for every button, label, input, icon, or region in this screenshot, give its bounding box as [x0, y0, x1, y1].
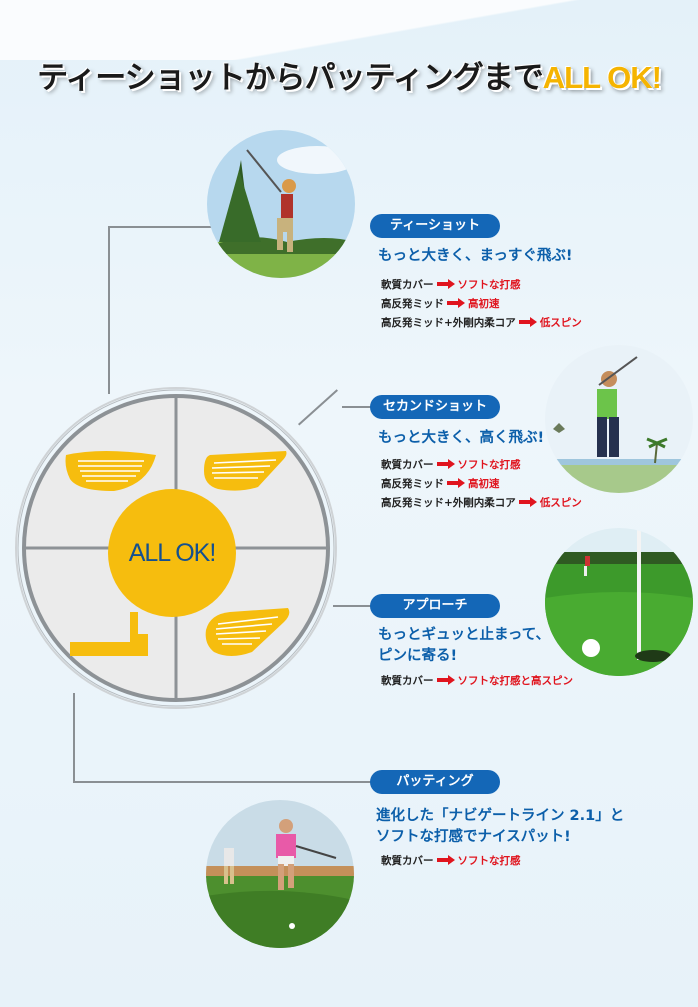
- spec-row: 軟質カバーソフトな打感: [381, 459, 521, 471]
- driver-icon: [65, 451, 156, 491]
- connector-second-horizontal: [342, 406, 372, 408]
- spec-row: 高反発ミッド高初速: [381, 298, 500, 310]
- headline-main: ティーショットからパッティングまで: [37, 60, 544, 96]
- tag-putting: パッティング: [370, 770, 500, 794]
- catch-approach: もっとギュッと止まって、 ピンに寄る!: [378, 627, 550, 664]
- headline: ティーショットからパッティングまでALL OK!: [0, 52, 698, 97]
- putting-photo: [206, 800, 354, 948]
- spec-row: 軟質カバーソフトな打感: [381, 855, 521, 867]
- connector-approach: [333, 605, 373, 607]
- connector-tee-vertical: [108, 226, 110, 394]
- tag-approach: アプローチ: [370, 594, 500, 618]
- specs-tee-shot: 軟質カバーソフトな打感 高反発ミッド高初速 高反発ミッド+外剛内柔コア低スピン: [381, 276, 582, 333]
- wedge-icon: [205, 608, 290, 656]
- second-shot-photo: [545, 345, 693, 493]
- red-arrow-icon: [436, 279, 455, 289]
- catch-tee-shot: もっと大きく、まっすぐ飛ぶ!: [378, 248, 573, 264]
- tag-tee-shot: ティーショット: [370, 214, 500, 238]
- connector-putt-vertical: [73, 693, 75, 783]
- spec-row: 軟質カバーソフトな打感: [381, 279, 521, 291]
- red-arrow-icon: [447, 478, 465, 488]
- specs-putting: 軟質カバーソフトな打感: [381, 852, 521, 871]
- specs-approach: 軟質カバーソフトな打感と高スピン: [381, 672, 573, 691]
- spec-row: 高反発ミッド高初速: [381, 478, 500, 490]
- headline-highlight: ALL OK!: [542, 60, 662, 95]
- iron-icon: [204, 451, 287, 491]
- red-arrow-icon: [436, 675, 455, 685]
- catch-second-shot: もっと大きく、高く飛ぶ!: [378, 430, 545, 446]
- specs-second-shot: 軟質カバーソフトな打感 高反発ミッド高初速 高反発ミッド+外剛内柔コア低スピン: [381, 456, 582, 513]
- tee-shot-photo: [207, 130, 355, 278]
- connector-putt-horizontal: [73, 781, 373, 783]
- spec-row: 高反発ミッド+外剛内柔コア低スピン: [381, 497, 582, 509]
- approach-photo: [545, 528, 693, 676]
- tag-second-shot: セカンドショット: [370, 395, 500, 419]
- red-arrow-icon: [447, 298, 465, 308]
- red-arrow-icon: [436, 855, 455, 865]
- spec-row: 軟質カバーソフトな打感と高スピン: [381, 675, 573, 687]
- red-arrow-icon: [436, 459, 455, 469]
- spec-row: 高反発ミッド+外剛内柔コア低スピン: [381, 317, 582, 329]
- connector-tee-horizontal: [108, 226, 228, 228]
- background-highlight: [0, 0, 698, 60]
- red-arrow-icon: [518, 497, 537, 507]
- catch-putting: 進化した「ナビゲートライン 2.1」と ソフトな打感でナイスパット!: [376, 808, 625, 845]
- putter-icon: [70, 612, 148, 656]
- all-ok-badge: ALL OK!: [108, 489, 236, 617]
- red-arrow-icon: [518, 317, 537, 327]
